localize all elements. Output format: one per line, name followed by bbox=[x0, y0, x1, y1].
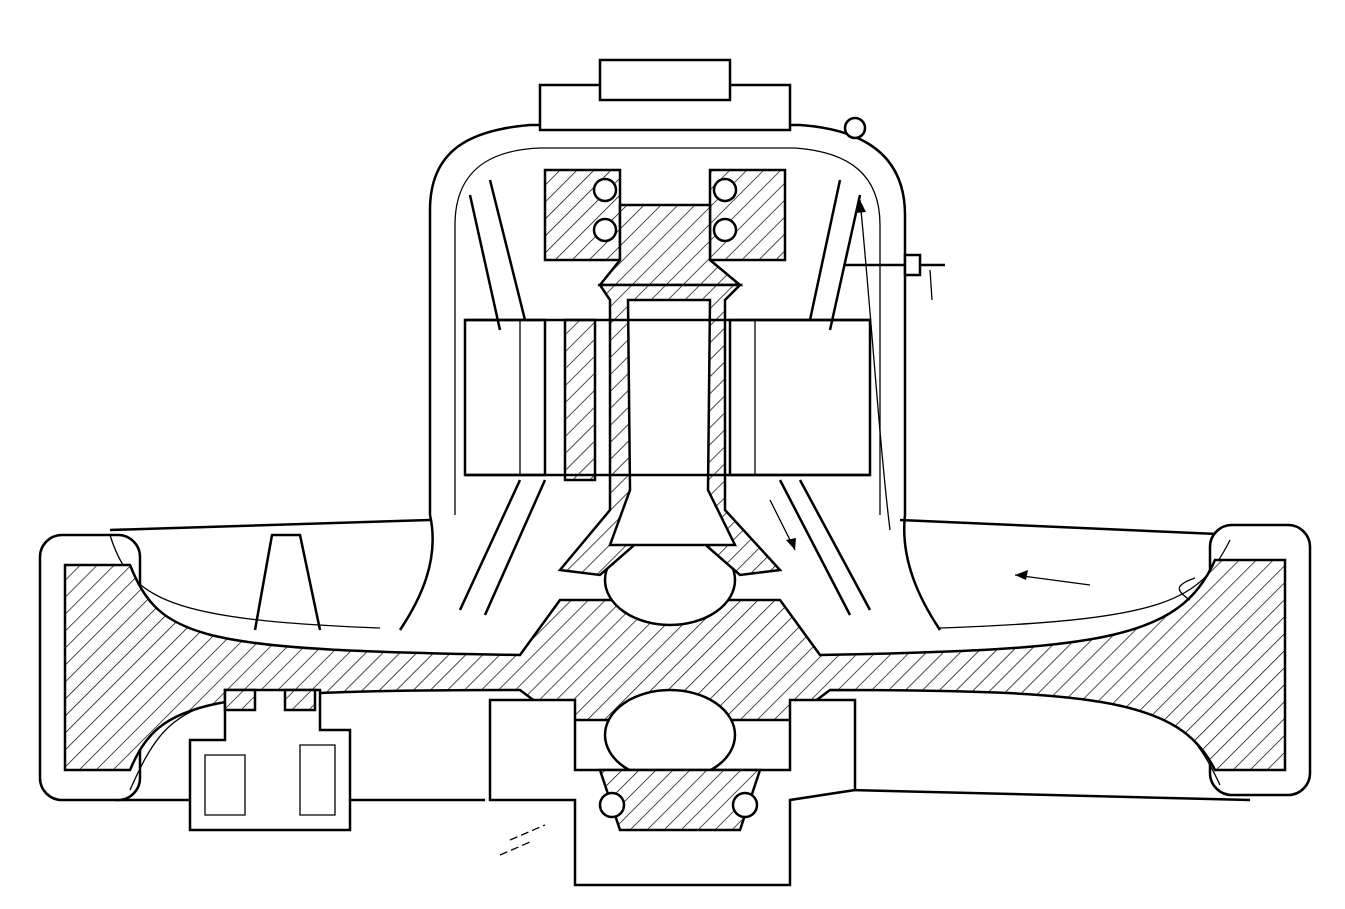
stator bbox=[463, 318, 872, 482]
upper-bearing bbox=[543, 168, 787, 287]
shaft bbox=[557, 283, 783, 577]
motor-housing bbox=[398, 58, 942, 631]
lower-left-box bbox=[188, 688, 352, 832]
lower-hub bbox=[488, 698, 857, 887]
flow-arrows bbox=[769, 199, 1196, 601]
side-bolt bbox=[845, 253, 945, 301]
air-ducts bbox=[458, 179, 872, 616]
fitting-icon bbox=[843, 116, 867, 140]
